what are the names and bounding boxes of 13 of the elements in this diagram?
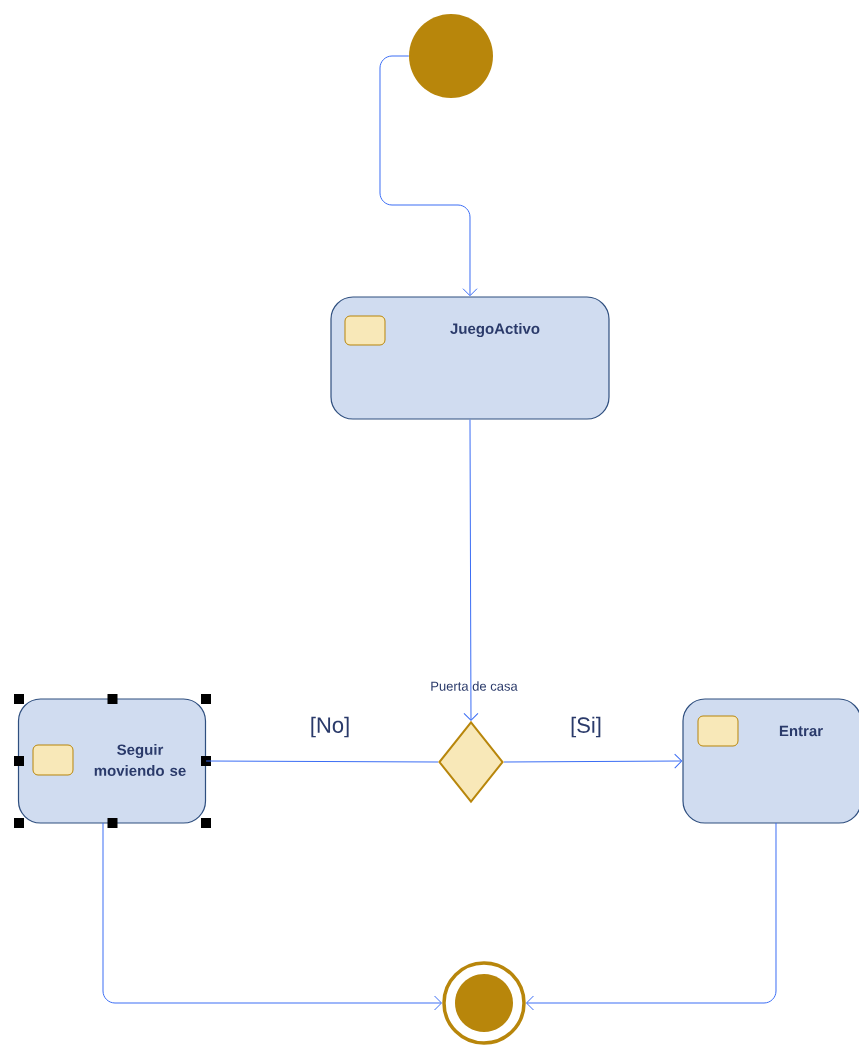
state-box: Seguir moviendo se	[17, 698, 207, 824]
edge-label: [No]	[308, 715, 352, 739]
arrow	[525, 822, 777, 1011]
initial-state	[409, 14, 493, 98]
arrow	[463, 419, 479, 721]
decision-label: Puerta de casa	[431, 681, 518, 691]
final-state	[442, 961, 526, 1045]
arrow	[102, 822, 443, 1011]
arrow	[379, 55, 478, 297]
state-box: Entrar	[682, 698, 859, 824]
edge-label: [Si]	[569, 715, 603, 739]
arrow	[503, 753, 683, 769]
state-box: JuegoActivo	[330, 296, 610, 420]
